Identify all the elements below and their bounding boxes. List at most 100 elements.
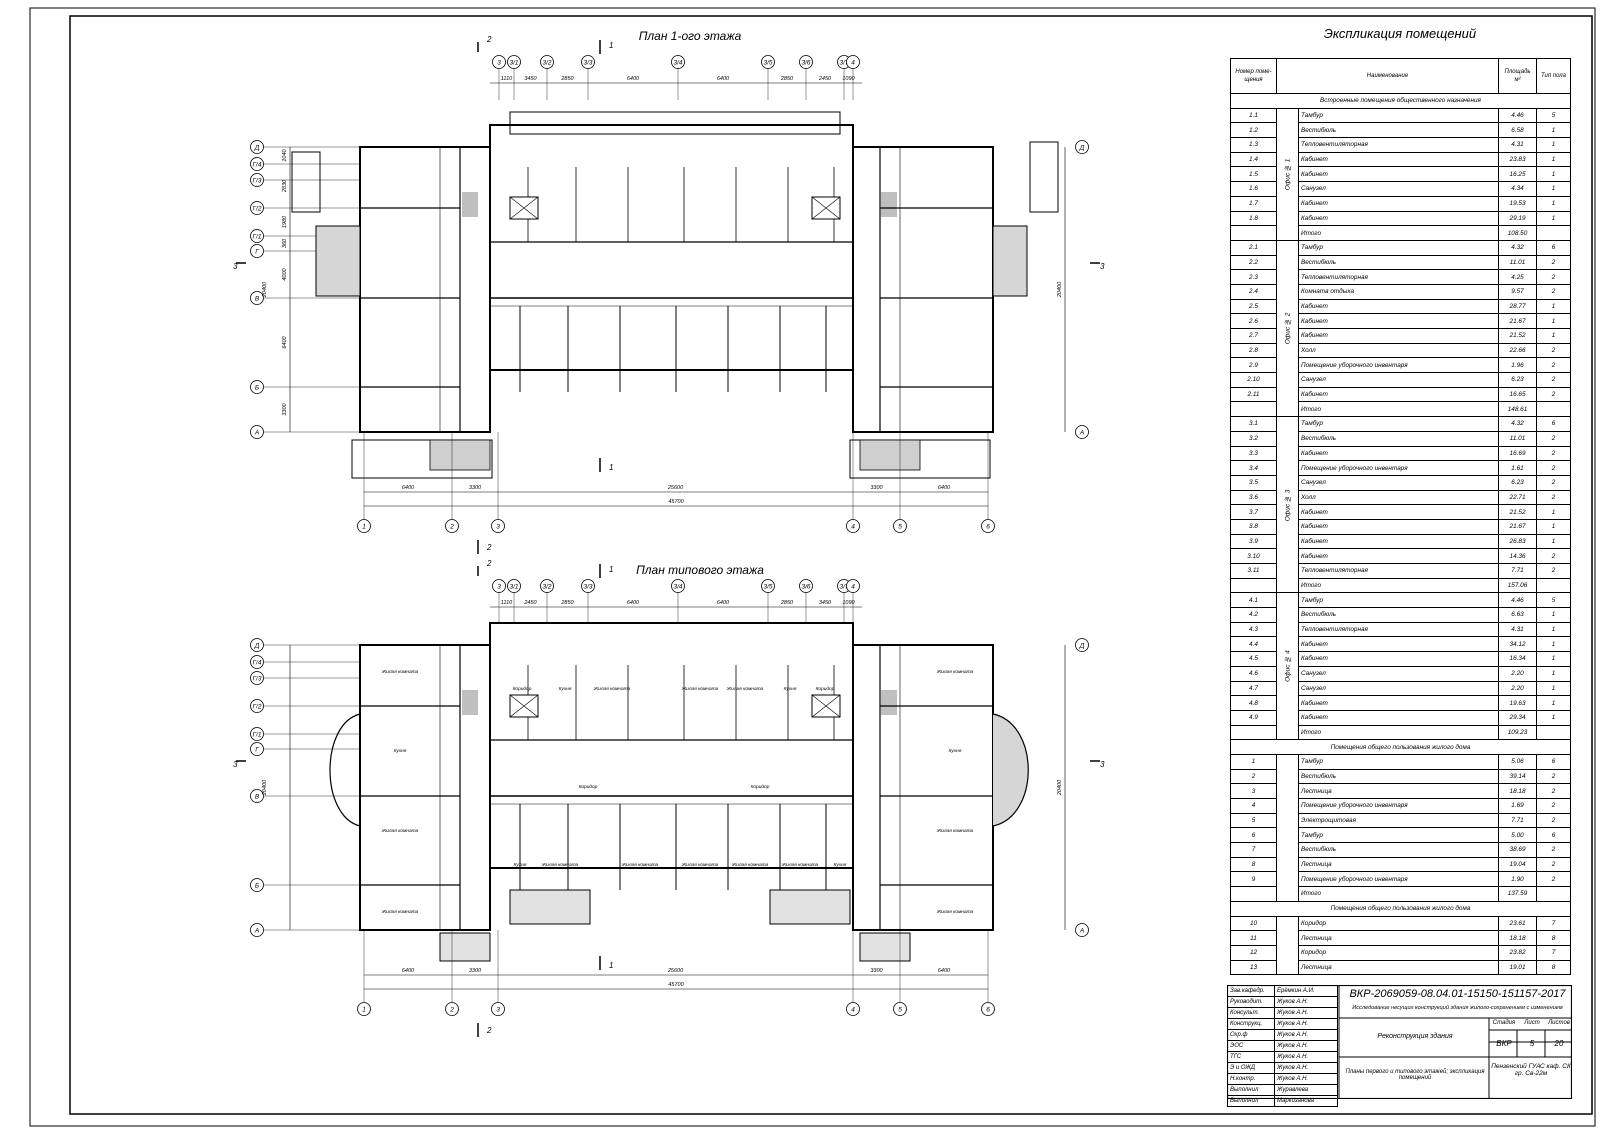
room-number: 3.1 xyxy=(1230,416,1277,432)
room-name: Кабинет xyxy=(1297,166,1500,183)
room-number: 3.4 xyxy=(1230,460,1277,476)
axis-bottom-2-bubble xyxy=(491,519,505,533)
floor-type xyxy=(1536,886,1572,902)
axis-left-2-bubble xyxy=(250,173,264,187)
dim-top-1: 2450 xyxy=(523,600,537,606)
room-name: Кабинет xyxy=(1297,548,1500,564)
room-number: 8 xyxy=(1230,856,1277,873)
hatch-bottom-left xyxy=(429,439,491,471)
room-name: Помещение уборочного инвентаря xyxy=(1297,357,1500,374)
section-mark-2-bottom: 2 xyxy=(486,543,492,552)
vent-right xyxy=(1029,141,1059,213)
stamp-role-row: Консульт.Жуков А.Н. xyxy=(1227,1007,1338,1019)
floor-type: 2 xyxy=(1536,342,1572,359)
room-name: Лестница xyxy=(1297,783,1500,799)
axis-left-2-label: Г/3 xyxy=(253,178,262,185)
axis-left-0-bubble xyxy=(250,140,264,154)
axis-bottom-0-bubble xyxy=(357,1002,371,1016)
explication-table: Номер поме-щения Наименование Площадь м²… xyxy=(1229,58,1572,976)
lift-right-x2 xyxy=(811,196,841,220)
room-number: 3.3 xyxy=(1230,445,1277,462)
room-area: 23.61 xyxy=(1498,915,1538,932)
axis-left-0-label: Д xyxy=(254,643,260,650)
floor-type: 2 xyxy=(1536,812,1572,829)
room-area: 21.67 xyxy=(1498,313,1538,329)
axis-right-top-bubble xyxy=(1075,140,1089,154)
room-area: 4.32 xyxy=(1498,239,1538,256)
axis-left-1-bubble xyxy=(250,655,264,669)
room-name: Вестибюль xyxy=(1297,842,1500,858)
room-name: Вестибюль xyxy=(1297,254,1500,271)
axis-left-8-label: А xyxy=(254,430,259,437)
axis-bottom-2-label: 3 xyxy=(496,524,500,531)
axis-left-4-label: Г/1 xyxy=(253,732,262,739)
dim-top-6: 3450 xyxy=(819,600,832,606)
room-name: Кабинет xyxy=(1297,386,1500,403)
stamp-person: Жуков А.Н. xyxy=(1274,1007,1338,1019)
axis-left-4-bubble xyxy=(250,229,264,243)
balcony-bottom-left xyxy=(439,932,491,962)
header-number: Номер поме-щения xyxy=(1230,58,1277,94)
room-area: 4.31 xyxy=(1498,137,1538,153)
dim-bottom-2: 25600 xyxy=(667,968,684,974)
stamp-stage-label: Стадия xyxy=(1492,1020,1516,1026)
axis-left-1-label: Г/4 xyxy=(253,162,262,169)
room-number: 7 xyxy=(1230,842,1277,858)
floor-type xyxy=(1536,225,1572,241)
room-number: 1 xyxy=(1230,753,1277,770)
room-area: 7.71 xyxy=(1498,812,1538,829)
floor-type: 5 xyxy=(1536,592,1572,609)
room-name: Санузел xyxy=(1297,181,1500,197)
room-name: Санузел xyxy=(1297,474,1500,491)
axis-bottom-5-bubble xyxy=(981,1002,995,1016)
axis-left-1-bubble xyxy=(250,157,264,171)
stamp-role-row: Н.контр.Жуков А.Н. xyxy=(1227,1073,1338,1085)
room-number: 2.11 xyxy=(1230,386,1277,403)
room-area: 109.23 xyxy=(1498,724,1538,741)
dim-top-7: 1090 xyxy=(842,600,855,606)
room-name: Электрощитовая xyxy=(1297,812,1500,829)
room-area: 23.83 xyxy=(1498,151,1538,168)
group-name: Офис № 3 xyxy=(1276,416,1299,593)
lift-left-x2 xyxy=(509,196,539,220)
stamp-role: Э и ОЖД xyxy=(1227,1062,1275,1074)
group-name xyxy=(1276,754,1299,902)
axis-left-5-label: Г xyxy=(255,249,259,256)
room-number: 4.5 xyxy=(1230,651,1277,667)
floor-type: 8 xyxy=(1536,959,1572,976)
stamp-code: ВКР-2069059-08.04.01-15150-151157-2017 xyxy=(1349,988,1566,1000)
floor-type: 1 xyxy=(1536,665,1572,682)
room-number: 2.1 xyxy=(1230,239,1277,256)
header-area: Площадь м² xyxy=(1498,58,1538,94)
floor-type: 2 xyxy=(1536,283,1572,300)
dim-top-7: 1090 xyxy=(842,76,855,82)
stamp-roles-table: Зав.кафедр.Ерёмкин А.И.Руководит.Жуков А… xyxy=(1227,985,1338,1107)
floor-type: 2 xyxy=(1536,474,1572,491)
stamp-sheet-title: Планы первого и типового этажей; эксплик… xyxy=(1345,1069,1485,1081)
room-name: Кабинет xyxy=(1297,313,1500,329)
floor-type: 2 xyxy=(1536,768,1572,785)
dim-bottom-1: 3300 xyxy=(469,485,482,491)
axis-left-4-bubble xyxy=(250,727,264,741)
axis-left-7-bubble xyxy=(250,878,264,892)
explication-section-row: Встроенные помещения общественного назна… xyxy=(1229,93,1572,109)
room-label-3: Жилая комната xyxy=(381,909,419,915)
room-area: 2.20 xyxy=(1498,665,1538,682)
group-name: Офис № 1 xyxy=(1276,108,1299,241)
room-area: 29.19 xyxy=(1498,210,1538,227)
floor-type: 1 xyxy=(1536,709,1572,726)
axis-bottom-1-bubble xyxy=(445,1002,459,1016)
room-area: 157.06 xyxy=(1498,577,1538,594)
room-name: Кабинет xyxy=(1297,518,1500,535)
axis-bottom-0-label: 1 xyxy=(362,524,366,531)
stamp-role: ТГС xyxy=(1227,1051,1275,1063)
floor-type: 2 xyxy=(1536,386,1572,403)
dim-left-2: 1980 xyxy=(282,215,288,228)
